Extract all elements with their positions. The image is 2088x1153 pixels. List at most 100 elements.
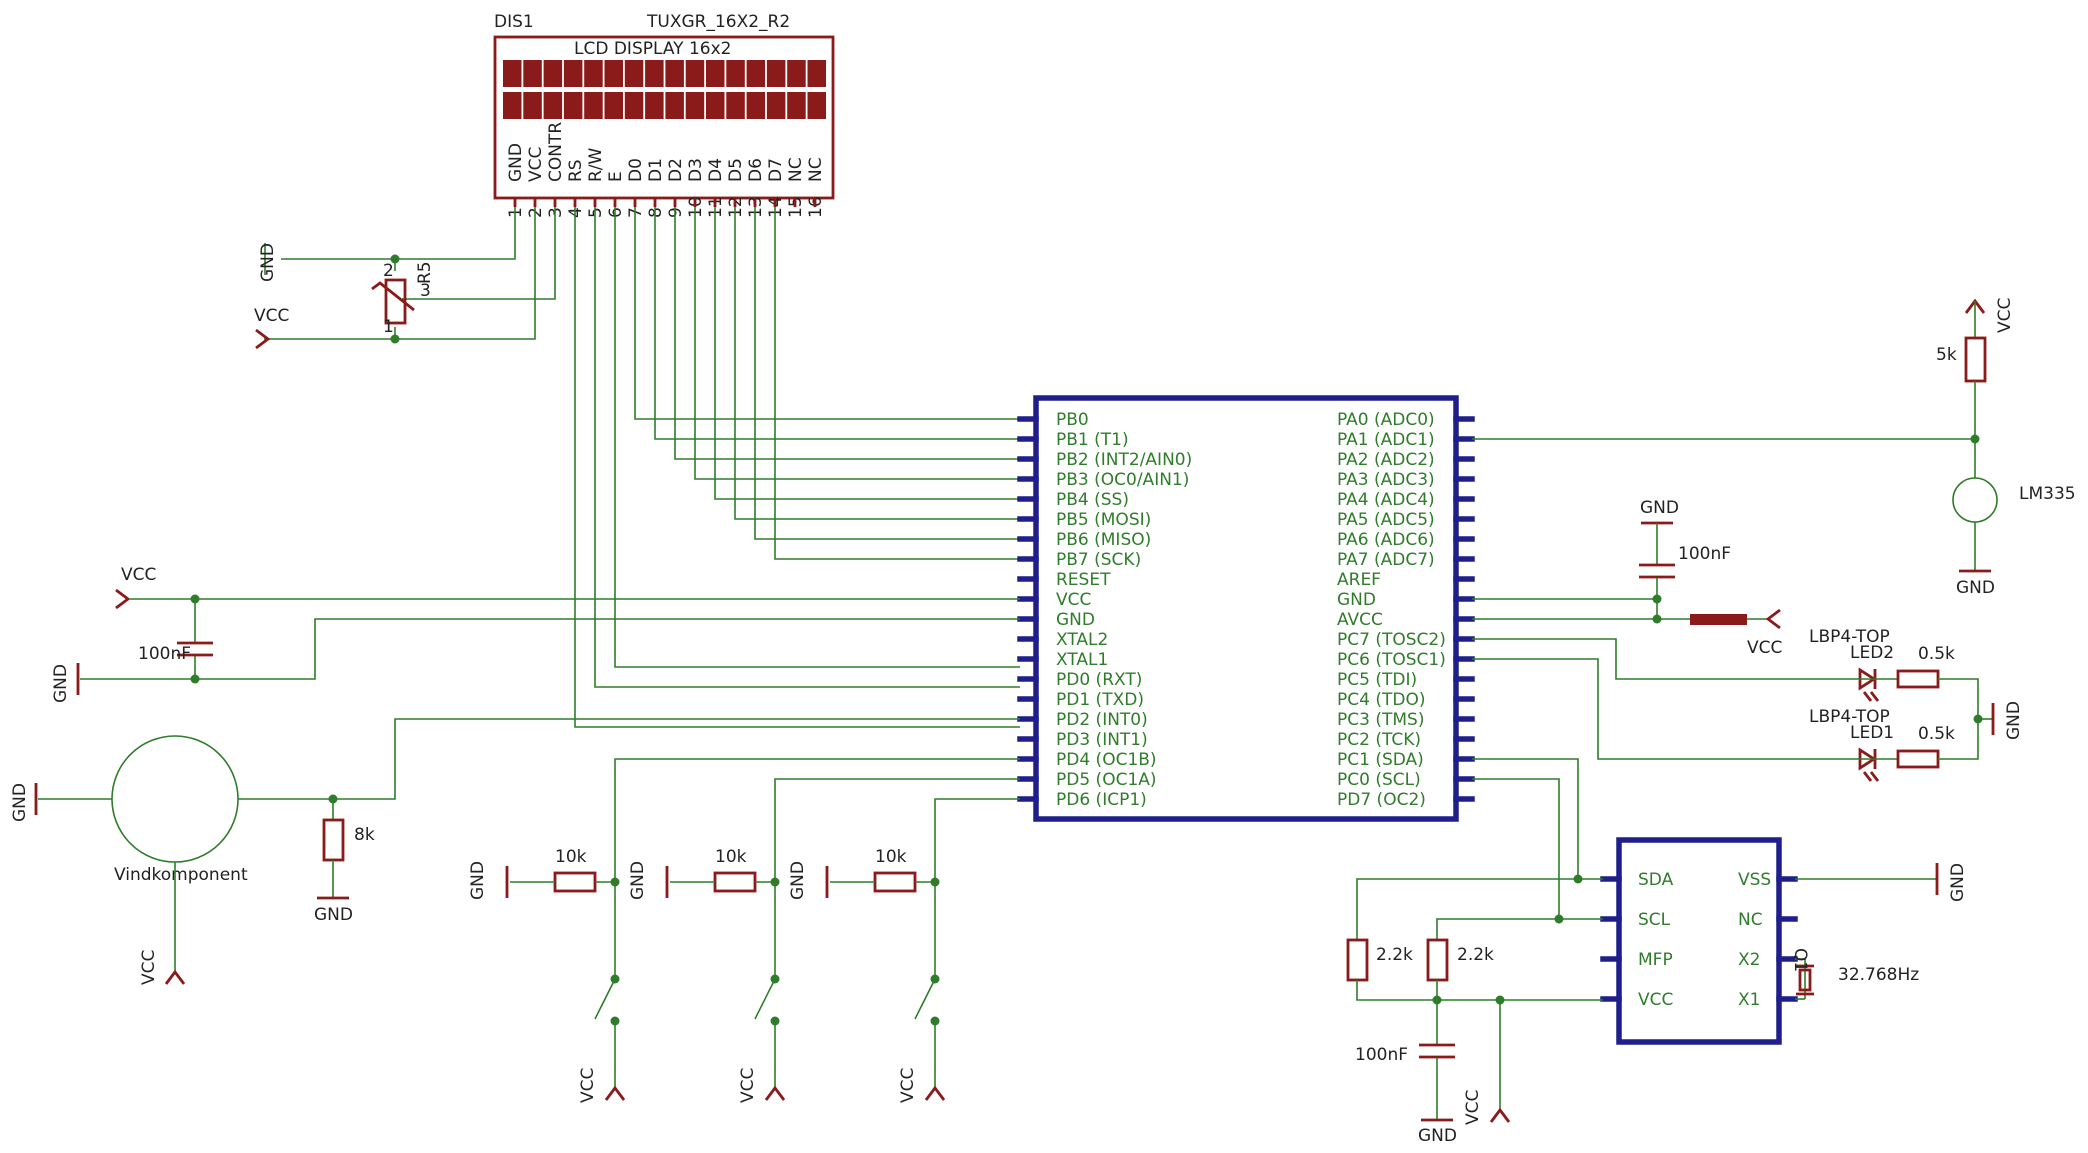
lcd-pin-label: D0 [626,158,646,182]
lcd-pin-number: 5 [586,207,606,218]
pot-name: R5 [415,261,435,284]
potentiometer-r5: R5 2 3 1 [371,254,435,344]
mcu-pin-label-left: PB2 (INT2/AIN0) [1056,450,1192,470]
svg-text:100nF: 100nF [1355,1045,1408,1065]
mcu-pin-label-right: AREF [1337,570,1381,590]
lcd-pin-number: 13 [746,196,766,218]
lcd-cell [543,92,563,119]
lcd-pin-label: VCC [526,147,546,182]
svg-text:VCC: VCC [1747,638,1782,658]
vcc-label-pot: VCC [254,306,289,326]
r-05k-value: 0.5k [1918,724,1955,744]
mcu-pin-label-left: XTAL1 [1056,650,1108,670]
lcd-cell [787,92,806,119]
lcd-cell [503,92,522,119]
lcd-cell [746,60,766,87]
cap-aref-value: 100nF [1678,544,1731,564]
svg-text:VCC: VCC [1463,1090,1483,1125]
lcd-cell [645,92,664,119]
lcd-part: TUXGR_16X2_R2 [646,12,790,32]
mcu-pin-label-right: PA4 (ADC4) [1337,490,1435,510]
mcu-pin-label-right: PC1 (SDA) [1337,750,1424,770]
mcu-pin-label-left: GND [1056,610,1095,630]
svg-text:GND: GND [1640,498,1679,518]
lcd-cell [766,92,786,119]
mcu-body [1033,395,1459,822]
lcd-cell [604,92,623,119]
mcu-pin-label-left: PD5 (OC1A) [1056,770,1157,790]
mcu-pin-label-left: PD2 (INT0) [1056,710,1148,730]
mcu-pin-label-left: PD3 (INT1) [1056,730,1148,750]
mcu-pin-label-left: PB1 (T1) [1056,430,1129,450]
lcd-cell [685,92,705,119]
lcd-pin-number: 3 [546,207,566,218]
svg-text:GND: GND [1948,863,1968,902]
lcd-cell [706,92,725,119]
mcu-pin-label-left: PB7 (SCK) [1056,550,1141,570]
mcu-right-power: GND 100nF VCC [1472,498,1782,658]
svg-text:GND: GND [1956,578,1995,598]
svg-text:1: 1 [383,317,394,337]
resistor-10k [553,871,597,893]
vcc-label: VCC [738,1068,758,1103]
gnd-label-pot: GND [258,243,278,282]
lcd-pin-number: 1 [506,207,526,218]
r-10k-value: 10k [715,847,747,867]
lcd-cell [665,60,684,87]
lcd-pin-number: 7 [626,207,646,218]
mcu-pin-label-right: PC0 (SCL) [1337,770,1421,790]
mcu-pin-label-right: PA2 (ADC2) [1337,450,1435,470]
lcd-cell [523,92,542,119]
cap-left-value: 100nF [138,644,191,664]
svg-text:GND: GND [2004,701,2024,740]
lcd-pin-label: RS [566,159,586,182]
lcd-cell [604,60,623,87]
lcd-cell [624,92,644,119]
lcd-cell [584,60,603,87]
svg-text:2: 2 [383,261,394,281]
vcc-label: VCC [578,1068,598,1103]
crystal-value: 32.768Hz [1838,965,1919,985]
svg-text:GND: GND [10,783,30,822]
temperature-sensor: VCC 5k LM335 GND [1472,298,2076,598]
r-10k-value: 10k [875,847,907,867]
mcu-pin-label-left: PD0 (RXT) [1056,670,1142,690]
mcu-pin-label-left: PB4 (SS) [1056,490,1129,510]
mcu-pin-label-right: PC5 (TDI) [1337,670,1417,690]
rtc-pin-label-right: X2 [1738,950,1760,970]
lcd-pin-number: 15 [786,196,806,218]
mcu-pin-label-right: PA7 (ADC7) [1337,550,1435,570]
lcd-pin-number: 8 [646,207,666,218]
lcd-pin-label: NC [786,157,806,182]
svg-text:Q1: Q1 [1790,948,1810,972]
mcu-pin-label-left: PD1 (TXD) [1056,690,1144,710]
lcd-pin-number: 9 [666,207,686,218]
resistor-10k [713,871,757,893]
mcu-pin-label-left: RESET [1056,570,1111,590]
lcd-cell [787,60,806,87]
lcd-pin-label: D7 [766,158,786,182]
lcd-pin-number: 14 [766,196,786,218]
led-package: LBP4-TOP [1809,627,1890,647]
r-10k-value: 10k [555,847,587,867]
rtc-pin-label-right: VSS [1738,870,1771,890]
lcd-cell [726,92,745,119]
vcc-label: VCC [898,1068,918,1103]
mcu-pin-label-left: PD6 (ICP1) [1056,790,1147,810]
svg-text:2.2k: 2.2k [1376,945,1413,965]
wind-sensor: GND 8k GND Vindkomponent VCC [10,718,1020,985]
resistor-05k [1896,669,1940,689]
lcd-cell [645,60,664,87]
r-5k-value: 5k [1936,345,1957,365]
mcu-pin-label-right: PC3 (TMS) [1337,710,1424,730]
mcu-pin-label-right: PA1 (ADC1) [1337,430,1435,450]
lcd-cell [807,92,826,119]
svg-text:GND: GND [314,905,353,925]
lcd-pin-label: D5 [726,158,746,182]
wind-sensor-label: Vindkomponent [114,865,248,885]
vcc-label-left: VCC [121,565,156,585]
r-05k-value: 0.5k [1918,644,1955,664]
